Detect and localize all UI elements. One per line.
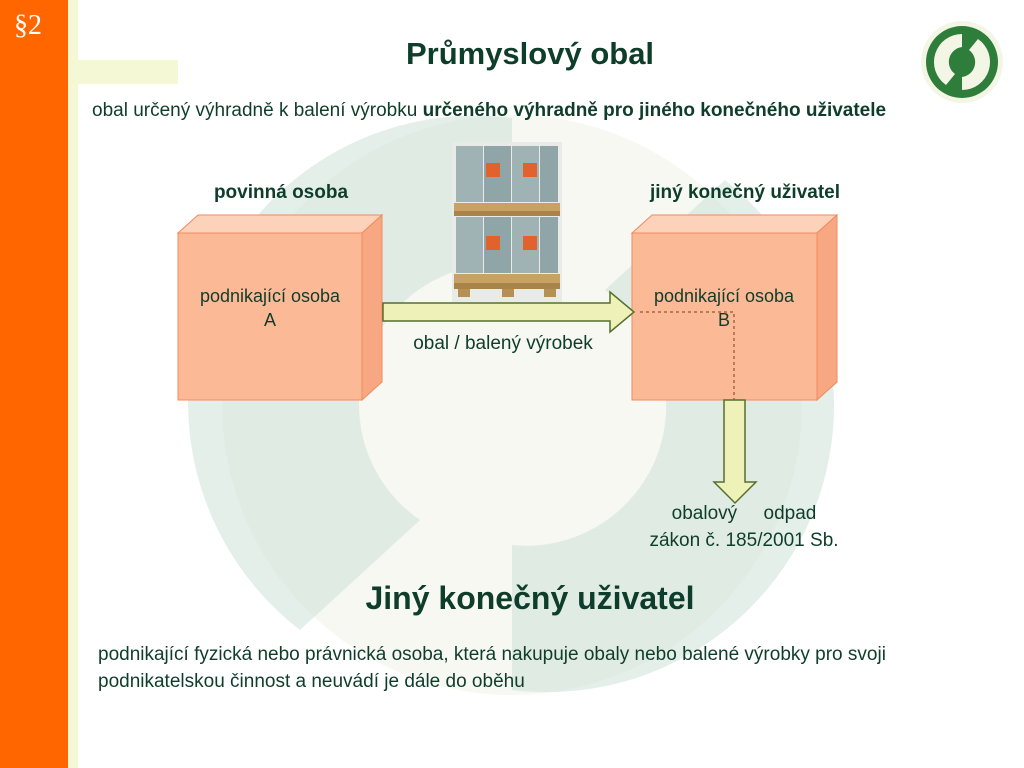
page-title: Průmyslový obal	[405, 36, 655, 71]
party-a-label: povinná osoba	[213, 182, 349, 203]
box-a-line1: podnikající osoba	[199, 286, 341, 306]
intro-bold: určeného výhradně pro jiného konečného u…	[422, 100, 887, 121]
arrow-label: obal / balený výrobek	[413, 333, 593, 354]
left-orange-bar	[0, 0, 68, 768]
left-light-stripe	[68, 0, 78, 768]
waste-line1: obalový odpad	[671, 503, 817, 524]
definition-text: podnikající fyzická nebo právnická osoba…	[98, 644, 886, 692]
box-b-line1: podnikající osoba	[653, 286, 795, 306]
waste-line2: zákon č. 185/2001 Sb.	[649, 530, 839, 551]
top-light-stripe	[78, 60, 178, 84]
box-b	[630, 213, 839, 402]
arrow-down	[712, 399, 758, 505]
section-subtitle: Jiný konečný uživatel	[365, 580, 695, 616]
party-b-label: jiný konečný uživatel	[649, 182, 841, 203]
box-a-text: podnikající osoba A	[180, 284, 360, 332]
section-mark: §2	[14, 10, 42, 41]
intro-text: obal určený výhradně k balení výrobku ur…	[92, 98, 922, 124]
intro-plain: obal určený výhradně k balení výrobku	[92, 100, 423, 121]
box-a	[176, 213, 384, 402]
waste-text: obalový odpad zákon č. 185/2001 Sb.	[624, 500, 864, 554]
box-b-line2: B	[717, 310, 730, 330]
arrow-right	[382, 290, 636, 334]
box-a-line2: A	[263, 310, 276, 330]
box-b-text: podnikající osoba B	[634, 284, 814, 332]
